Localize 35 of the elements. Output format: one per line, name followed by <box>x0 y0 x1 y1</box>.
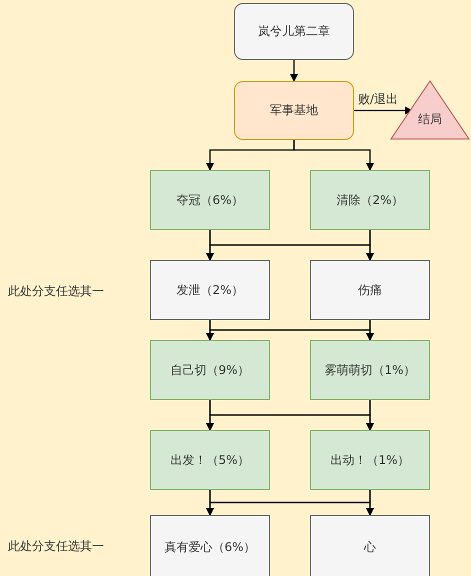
process-box <box>234 81 354 140</box>
arrow <box>354 106 413 114</box>
node-label: 雾萌萌切（1%） <box>324 362 416 378</box>
arrow <box>366 320 374 341</box>
process-box <box>150 340 270 400</box>
node-label: 发泄（2%） <box>176 282 244 298</box>
edge-label: 败/退出 <box>358 90 398 108</box>
note-text: 此处分支任选其一 <box>8 283 104 300</box>
node-label: 自己切（9%） <box>170 362 250 378</box>
process-box <box>150 260 270 320</box>
process-box <box>150 170 270 230</box>
node-label: 伤痛 <box>358 282 382 298</box>
node-label: 军事基地 <box>270 102 318 119</box>
node-label: 清除（2%） <box>336 192 404 208</box>
process-box <box>150 515 270 576</box>
node-label: 心 <box>364 539 376 556</box>
process-box <box>310 340 430 400</box>
node-label: 出动！（1%） <box>330 452 410 468</box>
node-label: 岚兮儿第二章 <box>258 23 330 40</box>
arrow <box>366 400 374 431</box>
process-box <box>310 260 430 320</box>
arrow <box>366 230 374 261</box>
process-box <box>310 170 430 230</box>
node-label: 真有爱心（6%） <box>164 539 256 556</box>
process-box <box>310 515 430 576</box>
arrow <box>293 140 374 171</box>
note-text: 此处分支任选其一 <box>8 538 104 555</box>
start-box <box>234 3 354 60</box>
node-label: 出发！（5%） <box>170 452 250 468</box>
process-box <box>150 430 270 490</box>
arrow <box>366 490 374 516</box>
node-label: 夺冠（6%） <box>176 192 244 208</box>
process-box <box>310 430 430 490</box>
node-label: 结局 <box>418 110 442 128</box>
arrow <box>290 60 298 82</box>
